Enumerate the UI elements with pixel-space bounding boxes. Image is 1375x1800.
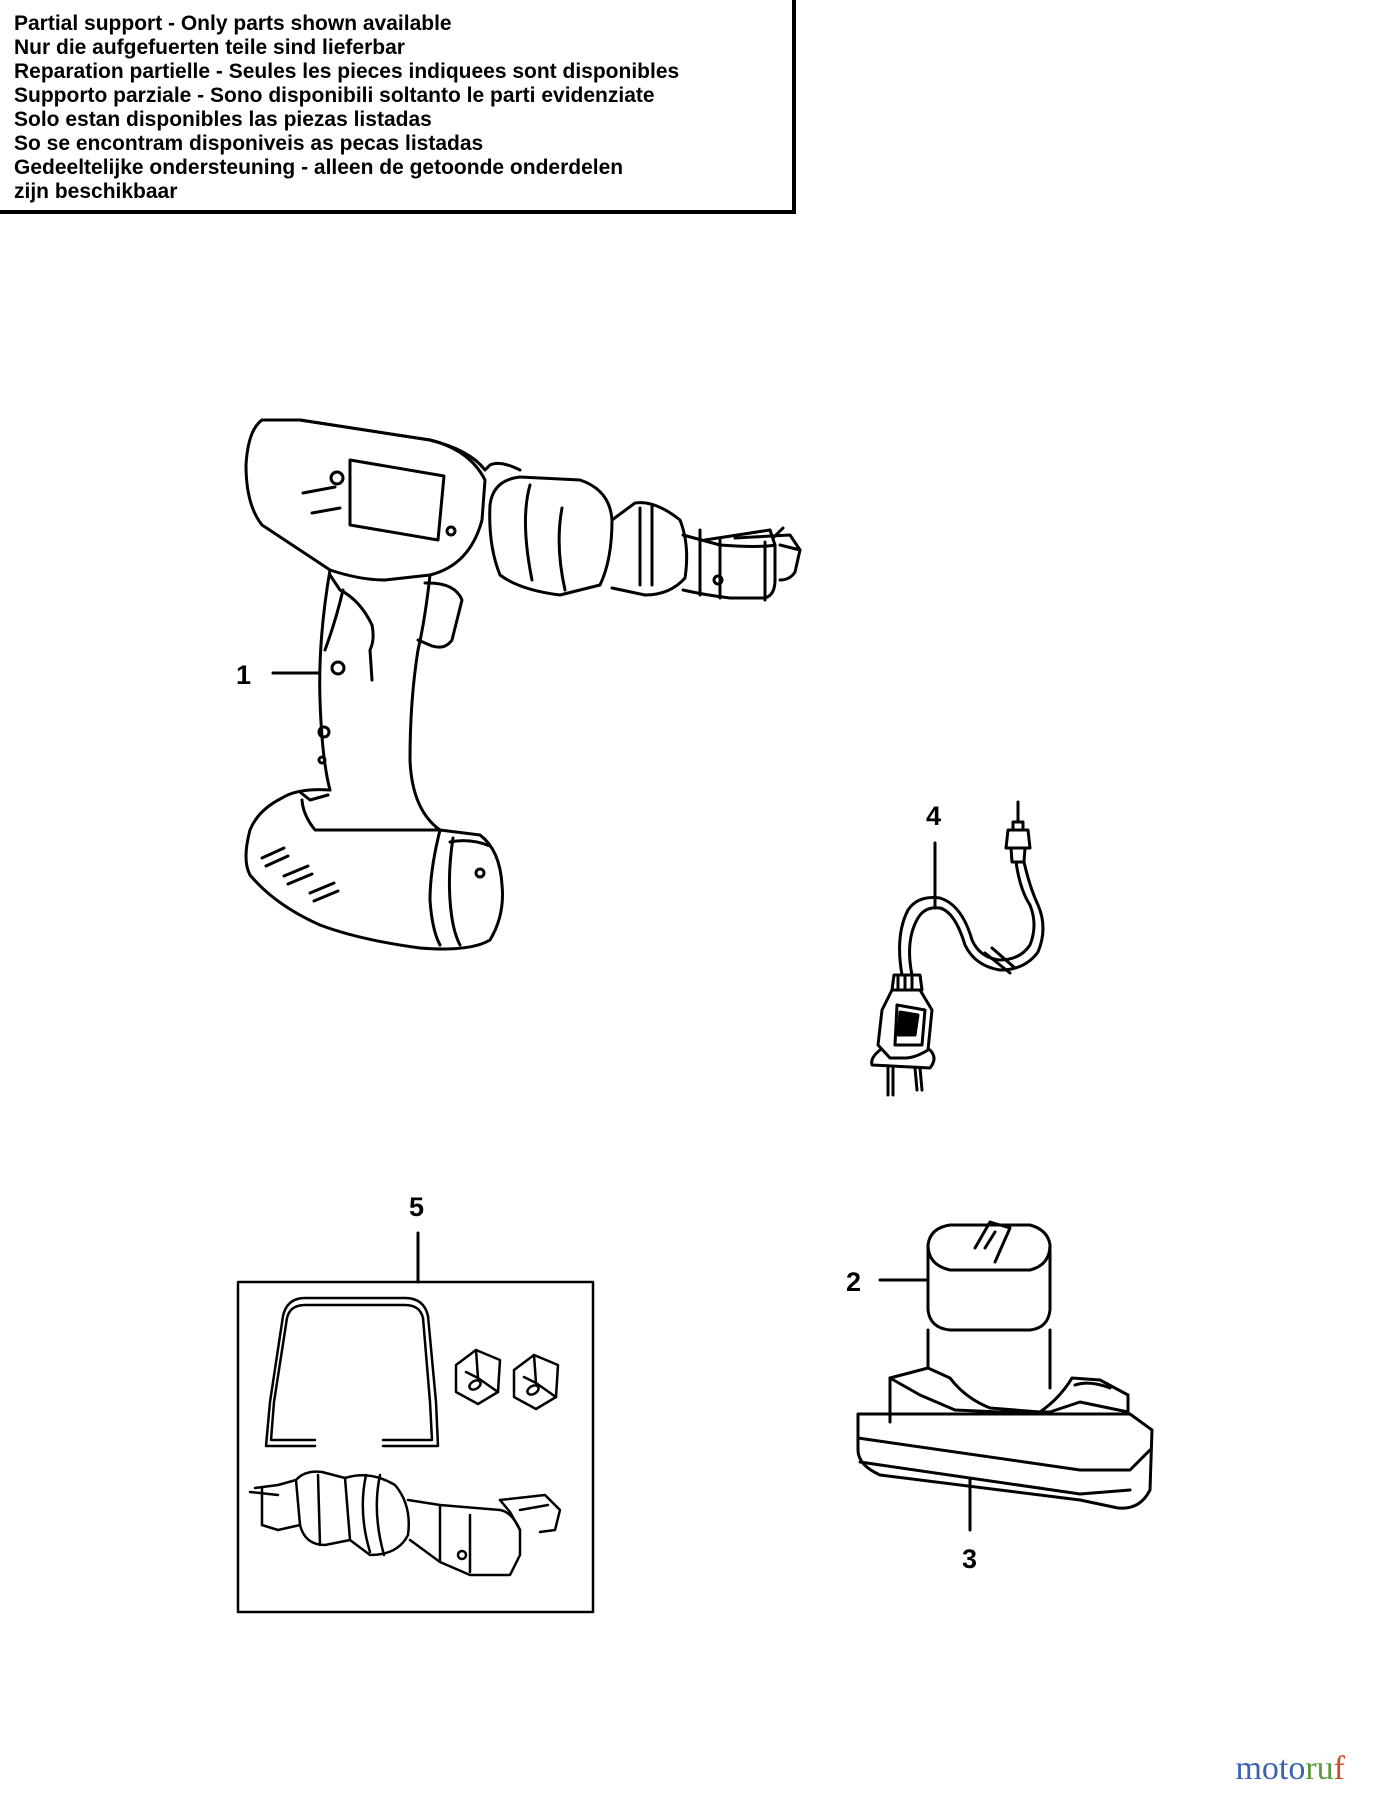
brand-part-3: f xyxy=(1333,1750,1345,1787)
kit-contents xyxy=(248,1296,562,1577)
kit-box xyxy=(236,1280,595,1614)
notice-box: Partial support - Only parts shown avail… xyxy=(0,0,796,214)
callout-drill: 1 xyxy=(236,660,251,690)
battery-illustration xyxy=(926,1220,1052,1332)
brand-part-1: moto xyxy=(1235,1750,1306,1787)
cord-illustration xyxy=(870,800,1045,1097)
notice-lines: Partial support - Only parts shown avail… xyxy=(14,12,679,204)
notice-line: Nur die aufgefuerten teile sind lieferba… xyxy=(14,36,405,59)
notice-line: Gedeeltelijke ondersteuning - alleen de … xyxy=(14,156,624,179)
notice-line: Partial support - Only parts shown avail… xyxy=(14,12,452,35)
notice-line: Supporto parziale - Sono disponibili sol… xyxy=(14,84,655,107)
brand-part-2: ru xyxy=(1305,1750,1334,1787)
notice-line: Solo estan disponibles las piezas listad… xyxy=(14,108,432,131)
callout-cord: 4 xyxy=(926,801,941,831)
notice-line: Reparation partielle - Seules les pieces… xyxy=(14,60,680,83)
callout-kit: 5 xyxy=(409,1192,424,1222)
callout-charger: 3 xyxy=(962,1544,977,1574)
callout-battery: 2 xyxy=(846,1267,861,1297)
drill-illustration xyxy=(244,418,802,951)
notice-line: So se encontram disponiveis as pecas lis… xyxy=(14,132,484,155)
charger-illustration xyxy=(856,1328,1154,1510)
brand-watermark: motoruf xyxy=(1235,1750,1345,1788)
notice-line: zijn beschikbaar xyxy=(14,180,178,203)
